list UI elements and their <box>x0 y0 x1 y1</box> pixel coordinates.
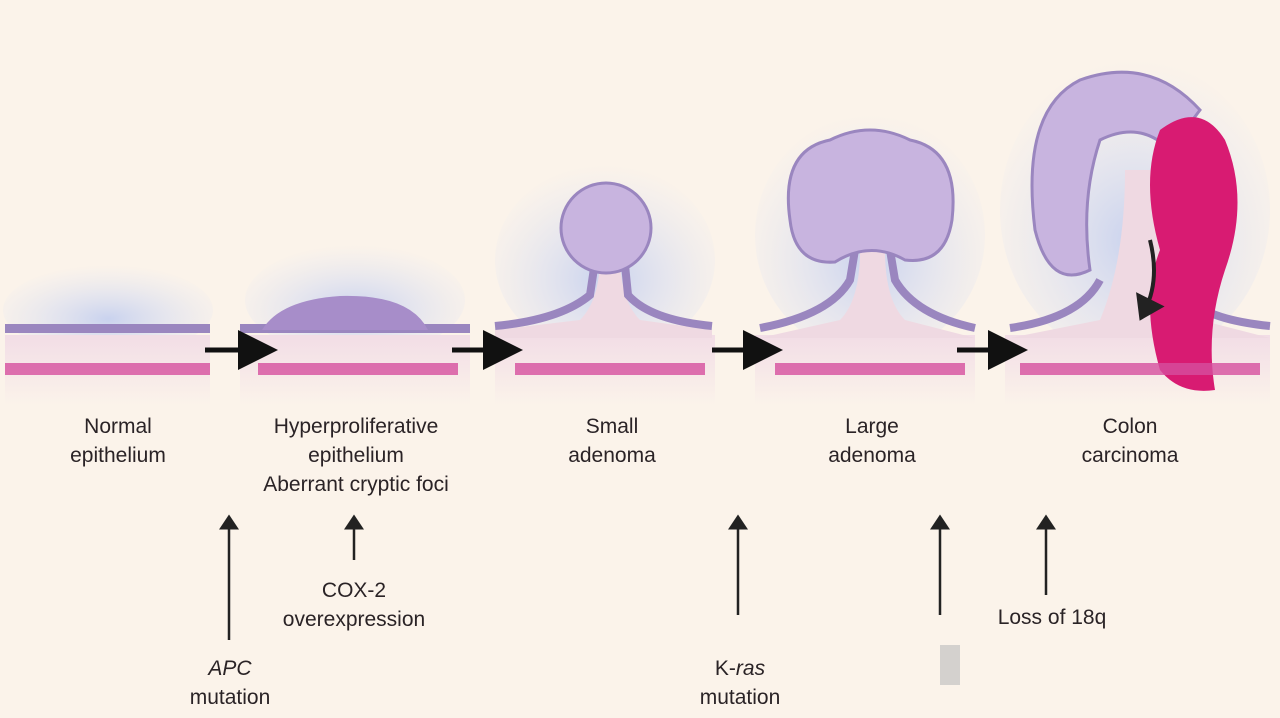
tissue-colon-carcinoma <box>1000 60 1271 405</box>
tissue-normal-epithelium <box>3 265 213 405</box>
stage-label-line: Aberrant cryptic foci <box>263 473 449 496</box>
stage-label-line: Colon <box>1103 415 1158 438</box>
stage-label-line: Normal <box>84 415 152 438</box>
stage-label-line: epithelium <box>70 444 166 467</box>
kras-mutation-label: mutation <box>700 686 781 709</box>
stage-label-line: Hyperproliferative <box>274 415 439 438</box>
stage-label-large-adenoma: Large adenoma <box>828 415 916 467</box>
tissue-hyperproliferative <box>240 245 470 405</box>
tissue-small-adenoma <box>494 165 715 405</box>
cox2-overexpression-label: overexpression <box>283 608 425 631</box>
tissue-large-adenoma <box>755 115 985 405</box>
stage-label-small-adenoma: Small adenoma <box>568 415 656 467</box>
stage-label-line: Small <box>586 415 639 438</box>
stage-label-line: epithelium <box>308 444 404 467</box>
apc-gene-label: APC <box>206 657 252 680</box>
stage-label-carcinoma: Colon carcinoma <box>1082 415 1179 467</box>
redacted-mark <box>940 645 960 685</box>
cox2-label: COX-2 <box>322 579 386 602</box>
stage-label-line: Large <box>845 415 899 438</box>
stage-label-line: carcinoma <box>1082 444 1179 467</box>
kras-gene-label: K-ras <box>715 657 766 680</box>
stage-label-line: adenoma <box>568 444 656 467</box>
stage-label-hyperproliferative: Hyperproliferative epithelium Aberrant c… <box>263 415 449 496</box>
apc-mutation-label: mutation <box>190 686 271 709</box>
stage-label-line: adenoma <box>828 444 916 467</box>
loss-18q-label: Loss of 18q <box>998 606 1107 629</box>
stage-label-normal: Normal epithelium <box>70 415 166 467</box>
